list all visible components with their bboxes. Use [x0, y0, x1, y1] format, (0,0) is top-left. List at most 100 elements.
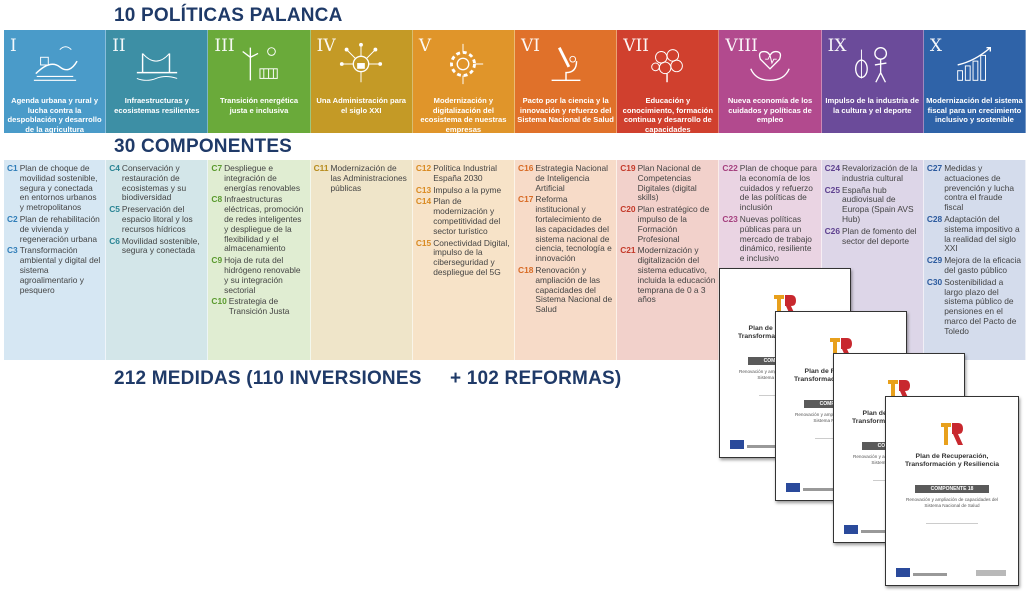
- component-code: C3: [7, 245, 18, 256]
- reforms-heading: + 102 REFORMAS): [450, 368, 622, 389]
- component-code: C24: [824, 163, 840, 173]
- components-heading: 30 COMPONENTES: [114, 136, 293, 157]
- policy-label: Modernización del sistema fiscal para un…: [926, 96, 1023, 125]
- component-text: Conservación y restauración de ecosistem…: [121, 163, 187, 203]
- policy-number: X: [929, 36, 942, 56]
- component-text: Plan de choque de movilidad sostenible, …: [19, 163, 98, 213]
- component-code: C2: [7, 213, 18, 224]
- component-text: Plan de modernización y competitividad d…: [433, 196, 501, 236]
- component-text: Política Industrial España 2030: [433, 163, 497, 183]
- component-code: C7: [211, 163, 223, 173]
- component-code: C17: [518, 194, 534, 205]
- policy-label: Nueva economía de los cuidados y polític…: [727, 96, 813, 125]
- divider: [861, 530, 895, 533]
- component-code: C28: [926, 213, 943, 224]
- component-code: C1: [7, 163, 18, 173]
- policy-label: Modernización y digitalización del ecosi…: [420, 96, 507, 134]
- component-code: C12: [415, 163, 432, 173]
- growth-chart-icon: [949, 40, 999, 88]
- divider: [925, 523, 979, 524]
- policy-number: IV: [316, 36, 336, 56]
- wind-solar-icon: [234, 40, 284, 88]
- component-code: C30: [926, 276, 943, 287]
- component-text: Conectividad Digital, impulso de la cibe…: [433, 237, 510, 277]
- component-text: Nuevas políticas públicas para un mercad…: [739, 213, 812, 264]
- policy-number: VI: [521, 36, 541, 56]
- policy-label: Agenda urbana y rural y lucha contra la …: [7, 96, 102, 134]
- document-cover-4: Plan de Recuperación, Transformación y R…: [885, 396, 1019, 586]
- policy-1: I Agenda urbana y rural y lucha contra la…: [4, 30, 107, 134]
- component-code: C10: [211, 296, 227, 307]
- component-text: Revalorización de la industria cultural: [842, 163, 918, 183]
- component-code: C21: [620, 245, 636, 256]
- component-code: C19: [620, 163, 636, 173]
- network-lock-icon: [336, 40, 386, 88]
- policy-number: III: [214, 36, 235, 56]
- component-text: Transformación ambiental y digital del s…: [19, 245, 101, 295]
- policy-number: VII: [623, 36, 649, 56]
- policy-number: IX: [827, 36, 847, 56]
- policy-number: I: [10, 36, 17, 56]
- policy-number: VIII: [725, 36, 758, 56]
- divider: [913, 573, 947, 576]
- component-text: Renovación y ampliación de las capacidad…: [535, 264, 613, 315]
- component-code: C22: [722, 163, 738, 173]
- component-code: C27: [926, 163, 943, 173]
- policy-label: Pacto por la ciencia y la innovación y r…: [517, 96, 614, 125]
- component-text: Infraestructuras eléctricas, promoción d…: [224, 194, 304, 254]
- component-text: Plan de fomento del sector del deporte: [842, 225, 917, 246]
- divider: [803, 488, 837, 491]
- component-code: C9: [211, 255, 223, 266]
- component-text: Estrategia de Transición Justa: [228, 296, 290, 317]
- document-subtitle: Renovación y ampliación de capacidades d…: [906, 497, 998, 508]
- eu-flag-icon: [730, 440, 744, 449]
- component-text: Movilidad sostenible, segura y conectada: [121, 235, 200, 256]
- component-text: Plan estratégico de impulso de la Formac…: [637, 204, 710, 244]
- component-text: Modernización de las Administraciones pú…: [330, 163, 407, 193]
- policy-number: V: [418, 36, 432, 56]
- eu-flag-icon: [844, 525, 858, 534]
- policy-label: Una Administración para el siglo XXI: [316, 96, 407, 115]
- component-code: C11: [313, 163, 329, 173]
- document-badge: COMPONENTE 18: [915, 485, 989, 493]
- component-code: C18: [518, 264, 534, 275]
- component-text: Despliegue e integración de energías ren…: [224, 163, 301, 193]
- component-code: C29: [926, 255, 943, 266]
- policies-heading: 10 POLÍTICAS PALANCA: [114, 5, 343, 26]
- component-code: C16: [518, 163, 534, 173]
- component-code: C23: [722, 213, 738, 224]
- policy-label: Infraestructuras y ecosistemas resilient…: [114, 96, 200, 115]
- component-text: Estrategia Nacional de Inteligencia Arti…: [535, 163, 609, 193]
- component-code: C4: [109, 163, 120, 173]
- tr-logo-icon: [940, 421, 964, 447]
- component-code: C8: [211, 194, 223, 205]
- component-text: Impulso a la pyme: [433, 184, 502, 195]
- component-text: Modernización y digitalización del siste…: [637, 245, 716, 305]
